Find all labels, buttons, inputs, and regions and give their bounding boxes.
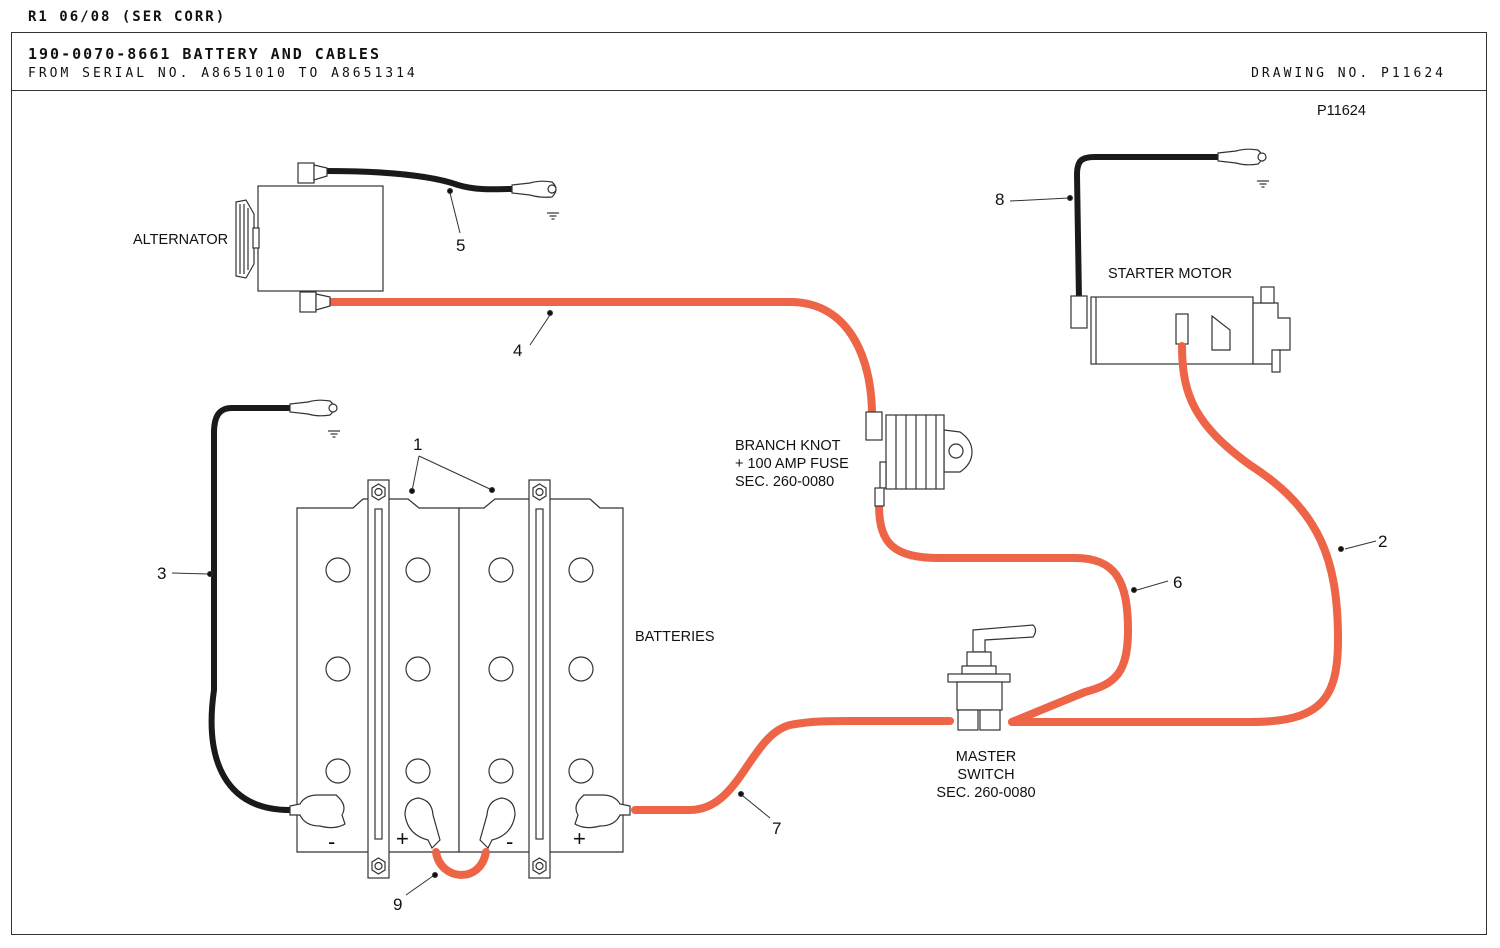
callout-leaders [171, 188, 1377, 896]
alternator-ground-terminal [297, 162, 315, 184]
hold-down-bar-left [367, 479, 390, 879]
callout-8: 8 [995, 190, 1004, 209]
battery-pack [296, 479, 624, 879]
battery-clamp-pos-right [574, 794, 631, 829]
branch-knot-label-3: SEC. 260-0080 [735, 474, 834, 490]
cable-6 [875, 501, 1132, 726]
battery-clamp-neg-left [289, 794, 346, 829]
terminal-sign-neg-right: - [506, 829, 513, 854]
cable-9 [432, 848, 490, 879]
drawing-title: 190-0070-8661 BATTERY AND CABLES [28, 45, 381, 63]
branch-knot-label-2: + 100 AMP FUSE [735, 456, 849, 472]
hold-down-bar-right [528, 479, 551, 879]
branch-knot-fuse [879, 414, 973, 490]
ring-lug-starter-ground [1217, 148, 1267, 166]
cable-2 [1008, 342, 1342, 726]
positive-cables [326, 298, 1342, 879]
alternator [235, 185, 384, 292]
alternator-positive-terminal [299, 291, 317, 313]
callout-1: 1 [413, 435, 422, 454]
master-switch [947, 624, 1037, 731]
callout-2: 2 [1378, 532, 1387, 551]
master-switch-label-1: MASTER [956, 749, 1016, 765]
master-switch-label-3: SEC. 260-0080 [936, 785, 1035, 801]
drawing-frame [11, 32, 1487, 935]
starter-motor [1090, 286, 1291, 373]
ground-icon [1257, 180, 1269, 188]
ring-lug-alternator-ground [511, 180, 557, 198]
cable-7 [631, 717, 954, 814]
header-divider [11, 90, 1487, 91]
cell-caps [325, 557, 594, 784]
figure-id: P11624 [1317, 103, 1366, 119]
branch-knot-label-1: BRANCH KNOT [735, 438, 841, 454]
callout-7: 7 [772, 819, 781, 838]
revision-note: R1 06/08 (SER CORR) [28, 9, 227, 25]
master-switch-label-2: SWITCH [957, 767, 1014, 783]
batteries-label: BATTERIES [635, 629, 715, 645]
drawing-number: DRAWING NO. P11624 [1251, 66, 1446, 81]
cable-5 [323, 168, 515, 193]
ground-icon [547, 212, 559, 220]
switch-handle [972, 624, 1037, 653]
battery-clamp-neg-right [479, 797, 516, 850]
cable-3 [208, 405, 294, 813]
cable-terminals [289, 148, 1267, 850]
ground-icon [328, 430, 340, 438]
ground-cables [208, 154, 1221, 813]
callout-6: 6 [1173, 573, 1182, 592]
cable-4 [326, 298, 876, 419]
callout-9: 9 [393, 895, 402, 914]
ring-lug-battery-ground [289, 399, 338, 417]
callout-4: 4 [513, 341, 522, 360]
terminal-sign-pos-left: + [396, 826, 409, 851]
battery-clamp-pos-left [404, 797, 441, 850]
serial-range: FROM SERIAL NO. A8651010 TO A8651314 [28, 66, 418, 81]
terminal-sign-neg-left: - [328, 829, 335, 854]
starter-motor-label: STARTER MOTOR [1108, 266, 1232, 282]
callout-3: 3 [157, 564, 166, 583]
terminal-sign-pos-right: + [573, 826, 586, 851]
cable-8 [1074, 154, 1221, 303]
alternator-label: ALTERNATOR [133, 232, 228, 248]
callout-5: 5 [456, 236, 465, 255]
alternator-pulley [235, 199, 255, 279]
ground-symbols [328, 180, 1269, 438]
